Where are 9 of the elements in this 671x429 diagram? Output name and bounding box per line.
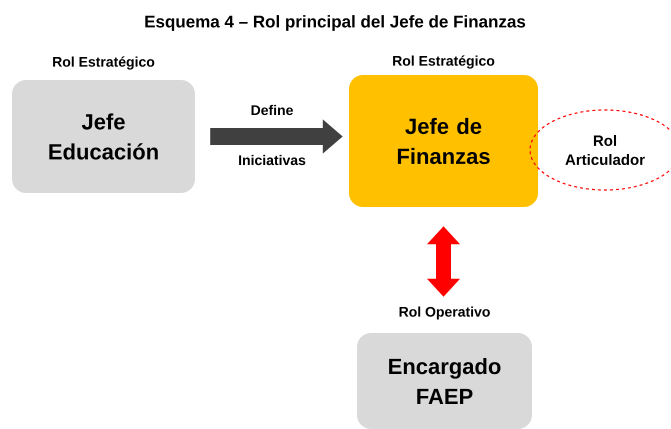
role-box: Jefe de Finanzas: [349, 75, 538, 207]
role-heading: Rol Estratégico: [393, 55, 494, 69]
role-box: Jefe Educación: [12, 80, 195, 193]
edge-label: Define: [252, 104, 293, 116]
role-box: Encargado FAEP: [357, 333, 532, 429]
arrow-caption: Iniciativas: [239, 154, 306, 166]
role-heading: Rol Operativo: [400, 306, 490, 320]
role-heading: Rol Estratégico: [53, 56, 154, 70]
title: Esquema 4 – Rol principal del Jefe de Finanzas: [145, 15, 526, 31]
